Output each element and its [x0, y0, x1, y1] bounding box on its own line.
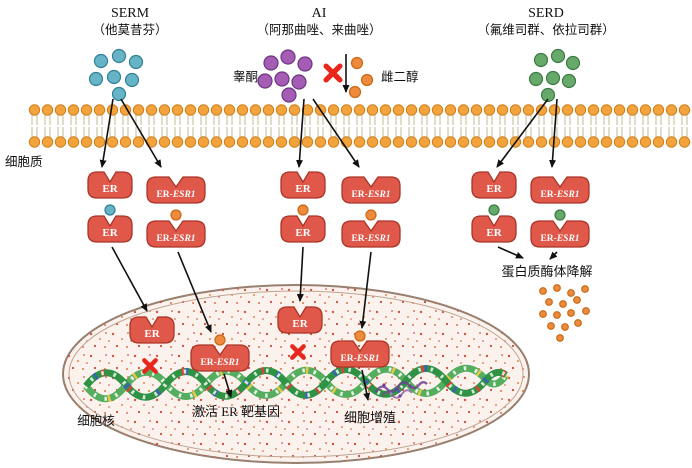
er-esr1-label: ER-ESR1	[351, 234, 390, 244]
er-esr1-label: ER-ESR1	[351, 190, 390, 200]
testosterone-label: 睾酮	[233, 69, 258, 84]
er-label: ER	[144, 328, 160, 340]
ligand-dot	[554, 209, 566, 221]
arrows	[99, 98, 558, 401]
block-x-icon	[323, 63, 343, 83]
chromatin-squiggle	[374, 381, 428, 399]
ligand-dot	[365, 209, 377, 221]
er-label: ER	[102, 183, 118, 195]
ligand-dot	[104, 204, 116, 216]
ligand-dot	[354, 330, 366, 342]
er-esr1-label: ER-ESR1	[540, 234, 579, 244]
ligand-dot	[297, 204, 309, 216]
er-esr1-label: ER-ESR1	[156, 190, 195, 200]
nucleus-receptors: ER ER-ESR1 ER ER-ESR1	[129, 306, 390, 374]
ai-receptor-group: ER ER-ESR1 ER ER-ESR1	[280, 171, 401, 248]
ligand-dot	[488, 204, 500, 216]
ligand-dot	[214, 334, 226, 346]
proteasome-degradation-label: 蛋白质酶体降解	[501, 264, 592, 279]
ai-title: AI	[312, 6, 327, 21]
ai-subtitle: （阿那曲唑、来曲唑）	[256, 22, 381, 37]
er-label: ER	[295, 227, 311, 239]
serd-subtitle: （氟维司群、依拉司群）	[477, 22, 615, 37]
er-esr1-label: ER-ESR1	[156, 234, 195, 244]
serd-molecule-cluster	[528, 48, 581, 103]
serd-title: SERD	[528, 6, 564, 21]
estradiol-label: 雌二醇	[381, 69, 419, 84]
nucleus-label: 细胞核	[77, 414, 115, 428]
block-x-icon	[290, 344, 306, 360]
serm-title: SERM	[111, 6, 150, 21]
serm-subtitle: （他莫昔芬）	[92, 23, 167, 37]
dna-helix	[83, 364, 509, 403]
serd-receptor-group: ER ER-ESR1 ER ER-ESR1	[471, 171, 590, 248]
activate-target-genes-label: 激活 ER 靶基因	[192, 404, 280, 419]
er-label: ER	[486, 183, 502, 195]
cytoplasm-label: 细胞质	[5, 155, 43, 169]
cell-proliferation-label: 细胞增殖	[344, 410, 396, 425]
serm-molecule-cluster	[88, 48, 144, 102]
proteasome-fragments	[539, 284, 590, 342]
block-x-icon	[142, 358, 158, 374]
estradiol-molecules	[348, 56, 374, 99]
cell-membrane	[28, 104, 692, 148]
er-label: ER	[486, 227, 502, 239]
er-esr1-label: ER-ESR1	[540, 190, 579, 200]
ai-substrate-cluster	[257, 49, 313, 103]
er-label: ER	[295, 183, 311, 195]
er-label: ER	[292, 318, 308, 330]
ligand-dot	[170, 209, 182, 221]
er-esr1-label: ER-ESR1	[200, 358, 239, 368]
er-label: ER	[102, 227, 118, 239]
serm-receptor-group: ER ER-ESR1 ER ER-ESR1	[87, 171, 206, 248]
er-esr1-label: ER-ESR1	[340, 354, 379, 364]
